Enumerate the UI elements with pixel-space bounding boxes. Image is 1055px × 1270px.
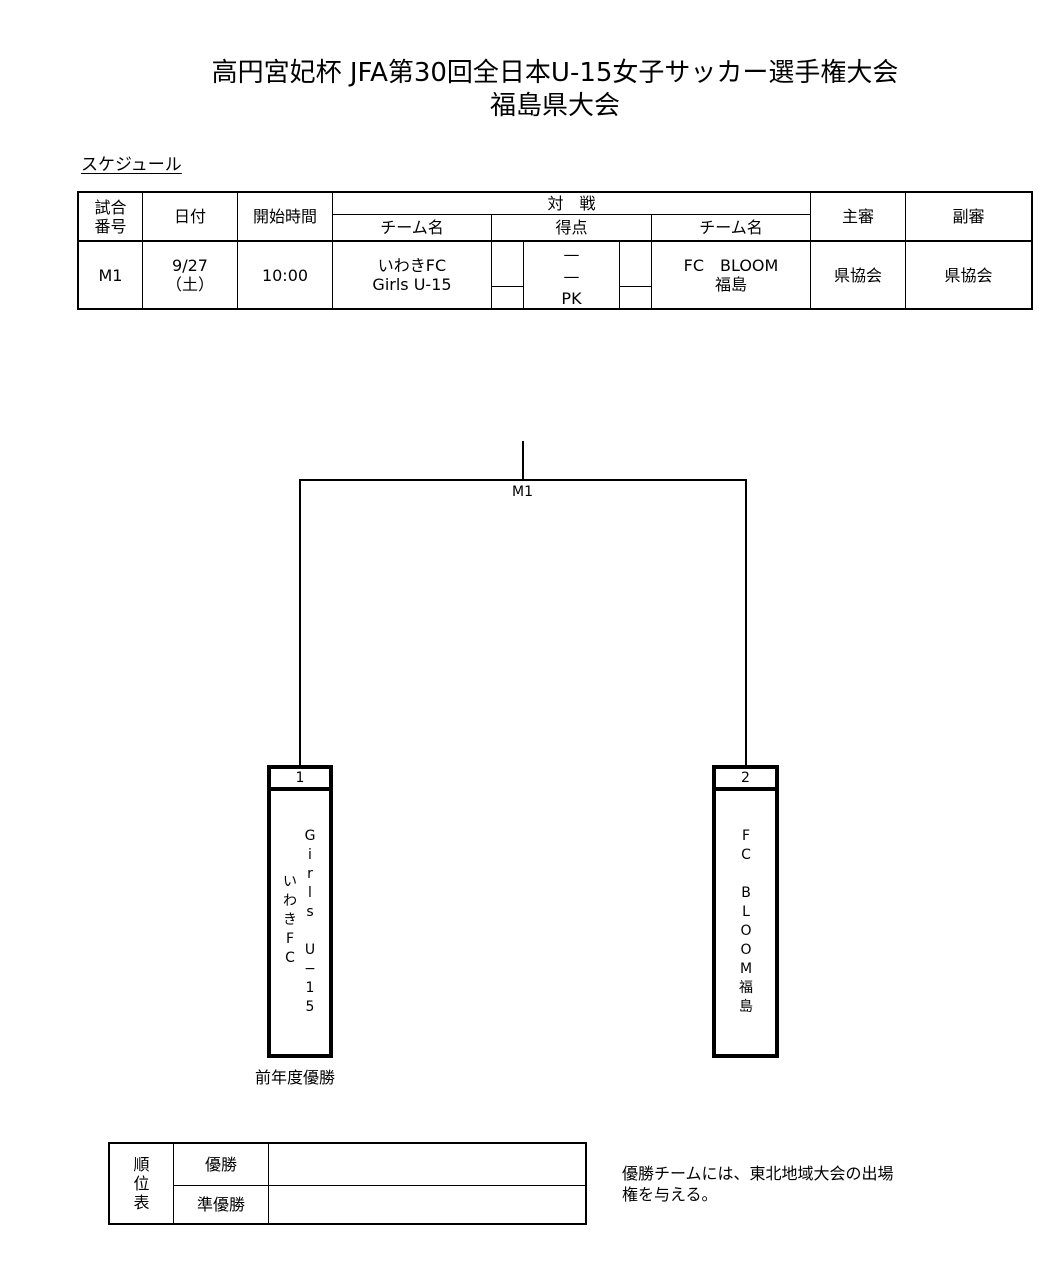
team2-name-char: O <box>740 923 752 939</box>
ranking-label-char: 順 <box>133 1155 150 1174</box>
team2-name-char: L <box>742 904 750 920</box>
header-home-team: チーム名 <box>380 218 444 237</box>
away-team-name: FC BLOOM 福島 <box>683 256 779 294</box>
referee: 県協会 <box>833 265 882 285</box>
header-date: 日付 <box>173 207 206 226</box>
ranking-second-label: 準優勝 <box>196 1195 245 1214</box>
team1-name-char: き <box>283 912 297 928</box>
schedule-table: 試合 番号 日付 開始時間 対 戦 チーム名 得点 チーム名 主審 副審 M1 … <box>77 191 1033 310</box>
team1-name-char: r <box>307 866 313 882</box>
score-dash-1: — <box>563 244 580 264</box>
ranking-label: 順位表 <box>110 1144 173 1223</box>
header-assistant-referee: 副審 <box>952 207 985 226</box>
previous-champion-label: 前年度優勝 <box>255 1068 336 1087</box>
bracket-match-label: M1 <box>512 484 533 500</box>
header-start-time: 開始時間 <box>252 207 317 226</box>
page-subtitle: 福島県大会 <box>489 91 620 121</box>
home-team-name: いわきFC Girls U-15 <box>372 256 452 294</box>
team1-name-char: l <box>308 885 312 901</box>
ranking-first-label: 優勝 <box>204 1155 237 1174</box>
bracket-top-stem <box>522 441 524 481</box>
team2-box: 2 <box>712 765 779 1058</box>
score-dash-2: — <box>563 266 580 286</box>
team2-name-char: 福 <box>739 980 753 996</box>
team2-name-char: 島 <box>739 999 753 1015</box>
team2-number: 2 <box>716 769 775 791</box>
team1-name-char: 5 <box>305 999 315 1015</box>
team1-name-char: U <box>304 942 316 958</box>
match-time: 10:00 <box>261 265 309 285</box>
team1-name-char: s <box>306 904 314 920</box>
team1-name-char: i <box>308 847 312 863</box>
header-versus: 対 戦 <box>547 194 596 213</box>
bracket-crossbar <box>300 479 747 481</box>
team2-name-char: O <box>740 942 752 958</box>
ranking-label-char: 位 <box>133 1174 150 1193</box>
header-match-no: 試合 番号 <box>94 198 127 236</box>
assistant-referee: 県協会 <box>944 265 993 285</box>
bracket-right-leg <box>745 479 747 767</box>
bracket-left-leg <box>299 479 301 767</box>
team1-name-char: わ <box>283 893 297 909</box>
team2-name-char: F <box>741 828 751 844</box>
header-referee: 主審 <box>841 207 874 226</box>
schedule-label: スケジュール <box>81 155 182 175</box>
team1-name-char: G <box>304 828 316 844</box>
team2-name-char: M <box>739 961 753 977</box>
team1-name-char: 1 <box>305 980 315 996</box>
team1-name-char: − <box>304 961 316 977</box>
page-title: 高円宮妃杯 JFA第30回全日本U-15女子サッカー選手権大会 <box>211 58 899 88</box>
header-away-team: チーム名 <box>699 218 763 237</box>
team1-name-char: F <box>285 931 295 947</box>
team1-number: 1 <box>271 769 329 791</box>
ranking-second-value <box>269 1186 585 1223</box>
team2-name-char: B <box>741 885 751 901</box>
team1-name-char: C <box>285 950 295 966</box>
ranking-label-char: 表 <box>133 1193 150 1212</box>
ranking-first-value <box>269 1144 585 1185</box>
team2-name-char: C <box>741 847 751 863</box>
match-number: M1 <box>98 265 123 285</box>
team1-name-char: い <box>283 874 297 890</box>
team1-box: 1 <box>267 765 333 1058</box>
ranking-table: 順位表 優勝 準優勝 <box>108 1142 587 1225</box>
score-pk: PK <box>561 288 582 308</box>
qualification-note: 優勝チームには、東北地域大会の出場 権を与える。 <box>622 1164 894 1204</box>
match-date: 9/27 （土） <box>165 256 214 294</box>
header-score: 得点 <box>555 218 588 237</box>
